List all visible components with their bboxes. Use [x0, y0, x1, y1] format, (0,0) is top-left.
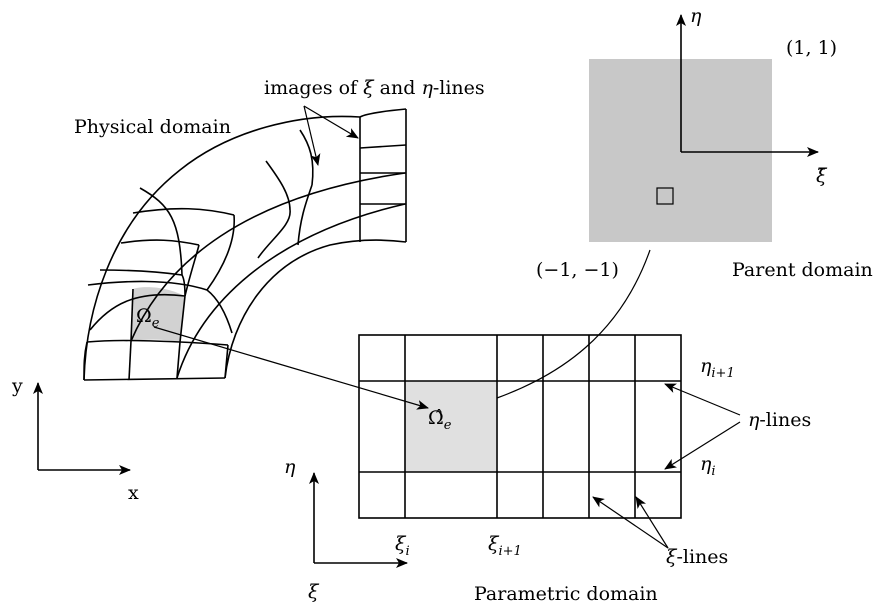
parent-small-square	[656, 187, 674, 205]
omega-e-label: Ωe	[136, 305, 160, 331]
xi-i1-label: ξi+1	[488, 533, 522, 559]
physical-domain-label: Physical domain	[74, 116, 231, 138]
parent-domain	[589, 14, 819, 242]
eta-i1-label: ηi+1	[700, 355, 735, 381]
xi-i-label: ξi	[395, 533, 410, 559]
images-arrows	[303, 105, 359, 166]
xy-axes	[33, 382, 131, 475]
y-axis-label: y	[11, 375, 23, 397]
corner-top-label: (1, 1)	[786, 37, 837, 59]
corner-bottom-label: (−1, −1)	[536, 259, 619, 281]
param-eta-axis-label: η	[284, 456, 296, 478]
eta-i-label: ηi	[700, 453, 716, 479]
physical-domain-mesh	[83, 108, 407, 381]
physical-element-omega-e	[131, 287, 185, 342]
element-map-arrow	[153, 326, 429, 410]
xi-lines-arrows	[592, 496, 669, 549]
parent-domain-label: Parent domain	[732, 259, 873, 281]
parametric-domain	[358, 334, 682, 519]
xi-lines-label: ξ-lines	[666, 546, 728, 568]
omega-hat-label: Ω̂e	[428, 407, 452, 433]
parent-map-curve	[496, 249, 651, 399]
param-xi-axis-label: ξ	[308, 581, 320, 603]
x-axis-label: x	[128, 482, 139, 504]
parent-xi-bar-label: ξ̄	[816, 165, 828, 187]
param-axes	[309, 472, 408, 568]
parametric-element	[405, 381, 496, 472]
parametric-domain-label: Parametric domain	[474, 583, 658, 605]
eta-lines-label: η-lines	[748, 409, 811, 431]
eta-lines-arrows	[664, 383, 741, 470]
images-label: images of ξ and η-lines	[264, 77, 485, 99]
parent-eta-label: η	[690, 5, 702, 27]
